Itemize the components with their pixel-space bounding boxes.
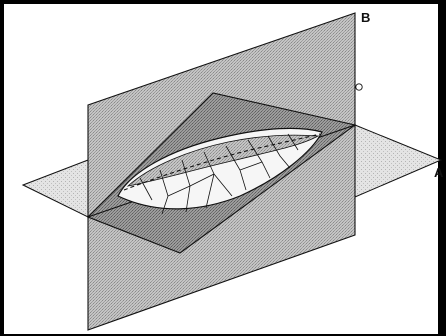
plane-a-label: A: [434, 166, 443, 179]
plane-b-label: B: [361, 11, 370, 24]
marker-circle: [356, 84, 362, 90]
